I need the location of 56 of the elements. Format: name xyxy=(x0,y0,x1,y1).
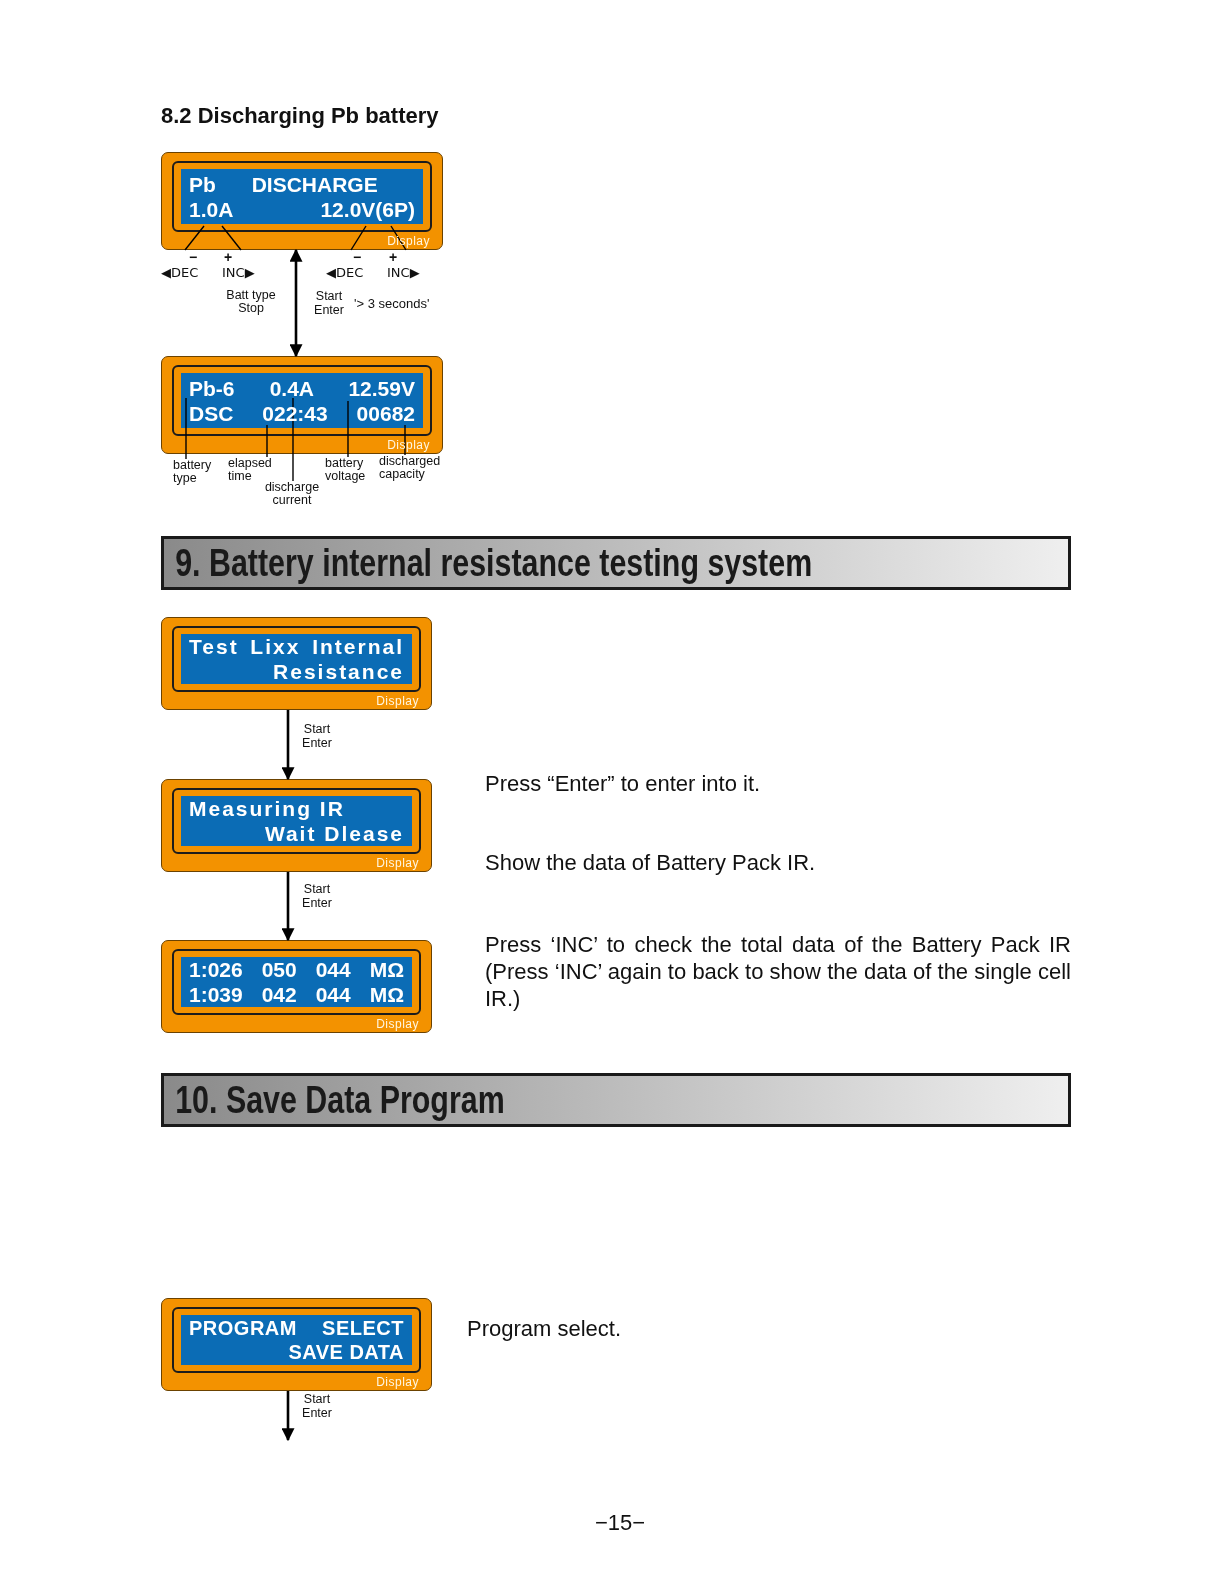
leader-line xyxy=(221,225,242,251)
display-text: 1.0A 12.0V(6P) xyxy=(189,196,415,222)
key-sign: − xyxy=(353,250,362,265)
lcd-display xyxy=(161,779,432,872)
double-arrow xyxy=(289,248,303,358)
edge-label: Start Enter xyxy=(312,289,346,317)
section-title: 8.2 Discharging Pb battery xyxy=(161,104,439,128)
annotation-text: battery type xyxy=(173,459,217,485)
display-text: 1:039 042 044 MΩ xyxy=(189,982,404,1007)
display-label: Display xyxy=(376,694,419,708)
display-label: Display xyxy=(376,1017,419,1031)
display-text: PROGRAM SELECT SAVE DATA xyxy=(189,1316,404,1364)
leader-line xyxy=(350,225,367,251)
leader-line xyxy=(292,397,294,482)
lcd-display xyxy=(161,940,432,1033)
arrow xyxy=(281,710,295,781)
arrow xyxy=(281,872,295,942)
leader-line xyxy=(185,397,187,460)
display-text: Pb DISCHARGE xyxy=(189,171,379,197)
annotation-text: discharged capacity xyxy=(379,455,445,481)
edge-label: Start Enter xyxy=(300,882,334,910)
annotation-text: battery voltage xyxy=(325,457,371,483)
note-text: '> 3 seconds' xyxy=(354,296,430,311)
leader-line xyxy=(347,400,349,458)
lcd-display xyxy=(161,1298,432,1391)
display-text: Test Lixx Internal Resistance xyxy=(189,634,404,684)
note-text: Batt type Stop xyxy=(225,289,277,315)
section-heading: 9. Battery internal resistance testing system xyxy=(161,536,1071,590)
note-text: Program select. xyxy=(467,1317,622,1341)
edge-label: Start Enter xyxy=(300,1392,334,1420)
display-text: Pb-6 0.4A 12.59V xyxy=(189,375,415,401)
key-label: INC▶ xyxy=(387,265,420,280)
leader-line xyxy=(184,225,205,251)
edge-label: Start Enter xyxy=(300,722,334,750)
arrow xyxy=(281,1391,295,1442)
note-text: Show the data of Battery Pack IR. xyxy=(485,851,816,875)
key-label: ◀DEC xyxy=(326,265,364,280)
display-text: 1:026 050 044 MΩ xyxy=(189,957,404,982)
key-label: ◀DEC xyxy=(161,265,199,280)
lcd-display xyxy=(161,356,443,454)
lcd-display xyxy=(161,617,432,710)
display-text: DSC 022:43 00682 xyxy=(189,400,415,426)
note-text: Press “Enter” to enter into it. xyxy=(485,772,761,796)
lcd-display xyxy=(161,152,443,250)
display-text: Measuring IR Wait Dlease xyxy=(189,796,404,846)
instruction-text: Press ‘INC’ to check the total data of the Battery Pack IR (Press ‘INC’ again to back to show the data of the single cell IR.) xyxy=(485,931,1071,1012)
key-sign: + xyxy=(224,250,233,265)
key-sign: − xyxy=(189,250,198,265)
section-heading: 10. Save Data Program xyxy=(161,1073,1071,1127)
note-text: −15− xyxy=(593,1511,647,1535)
leader-line xyxy=(266,424,268,458)
annotation-text: discharge current xyxy=(262,481,322,507)
display-label: Display xyxy=(376,1375,419,1389)
display-label: Display xyxy=(376,856,419,870)
key-sign: + xyxy=(389,250,398,265)
key-label: INC▶ xyxy=(222,265,255,280)
